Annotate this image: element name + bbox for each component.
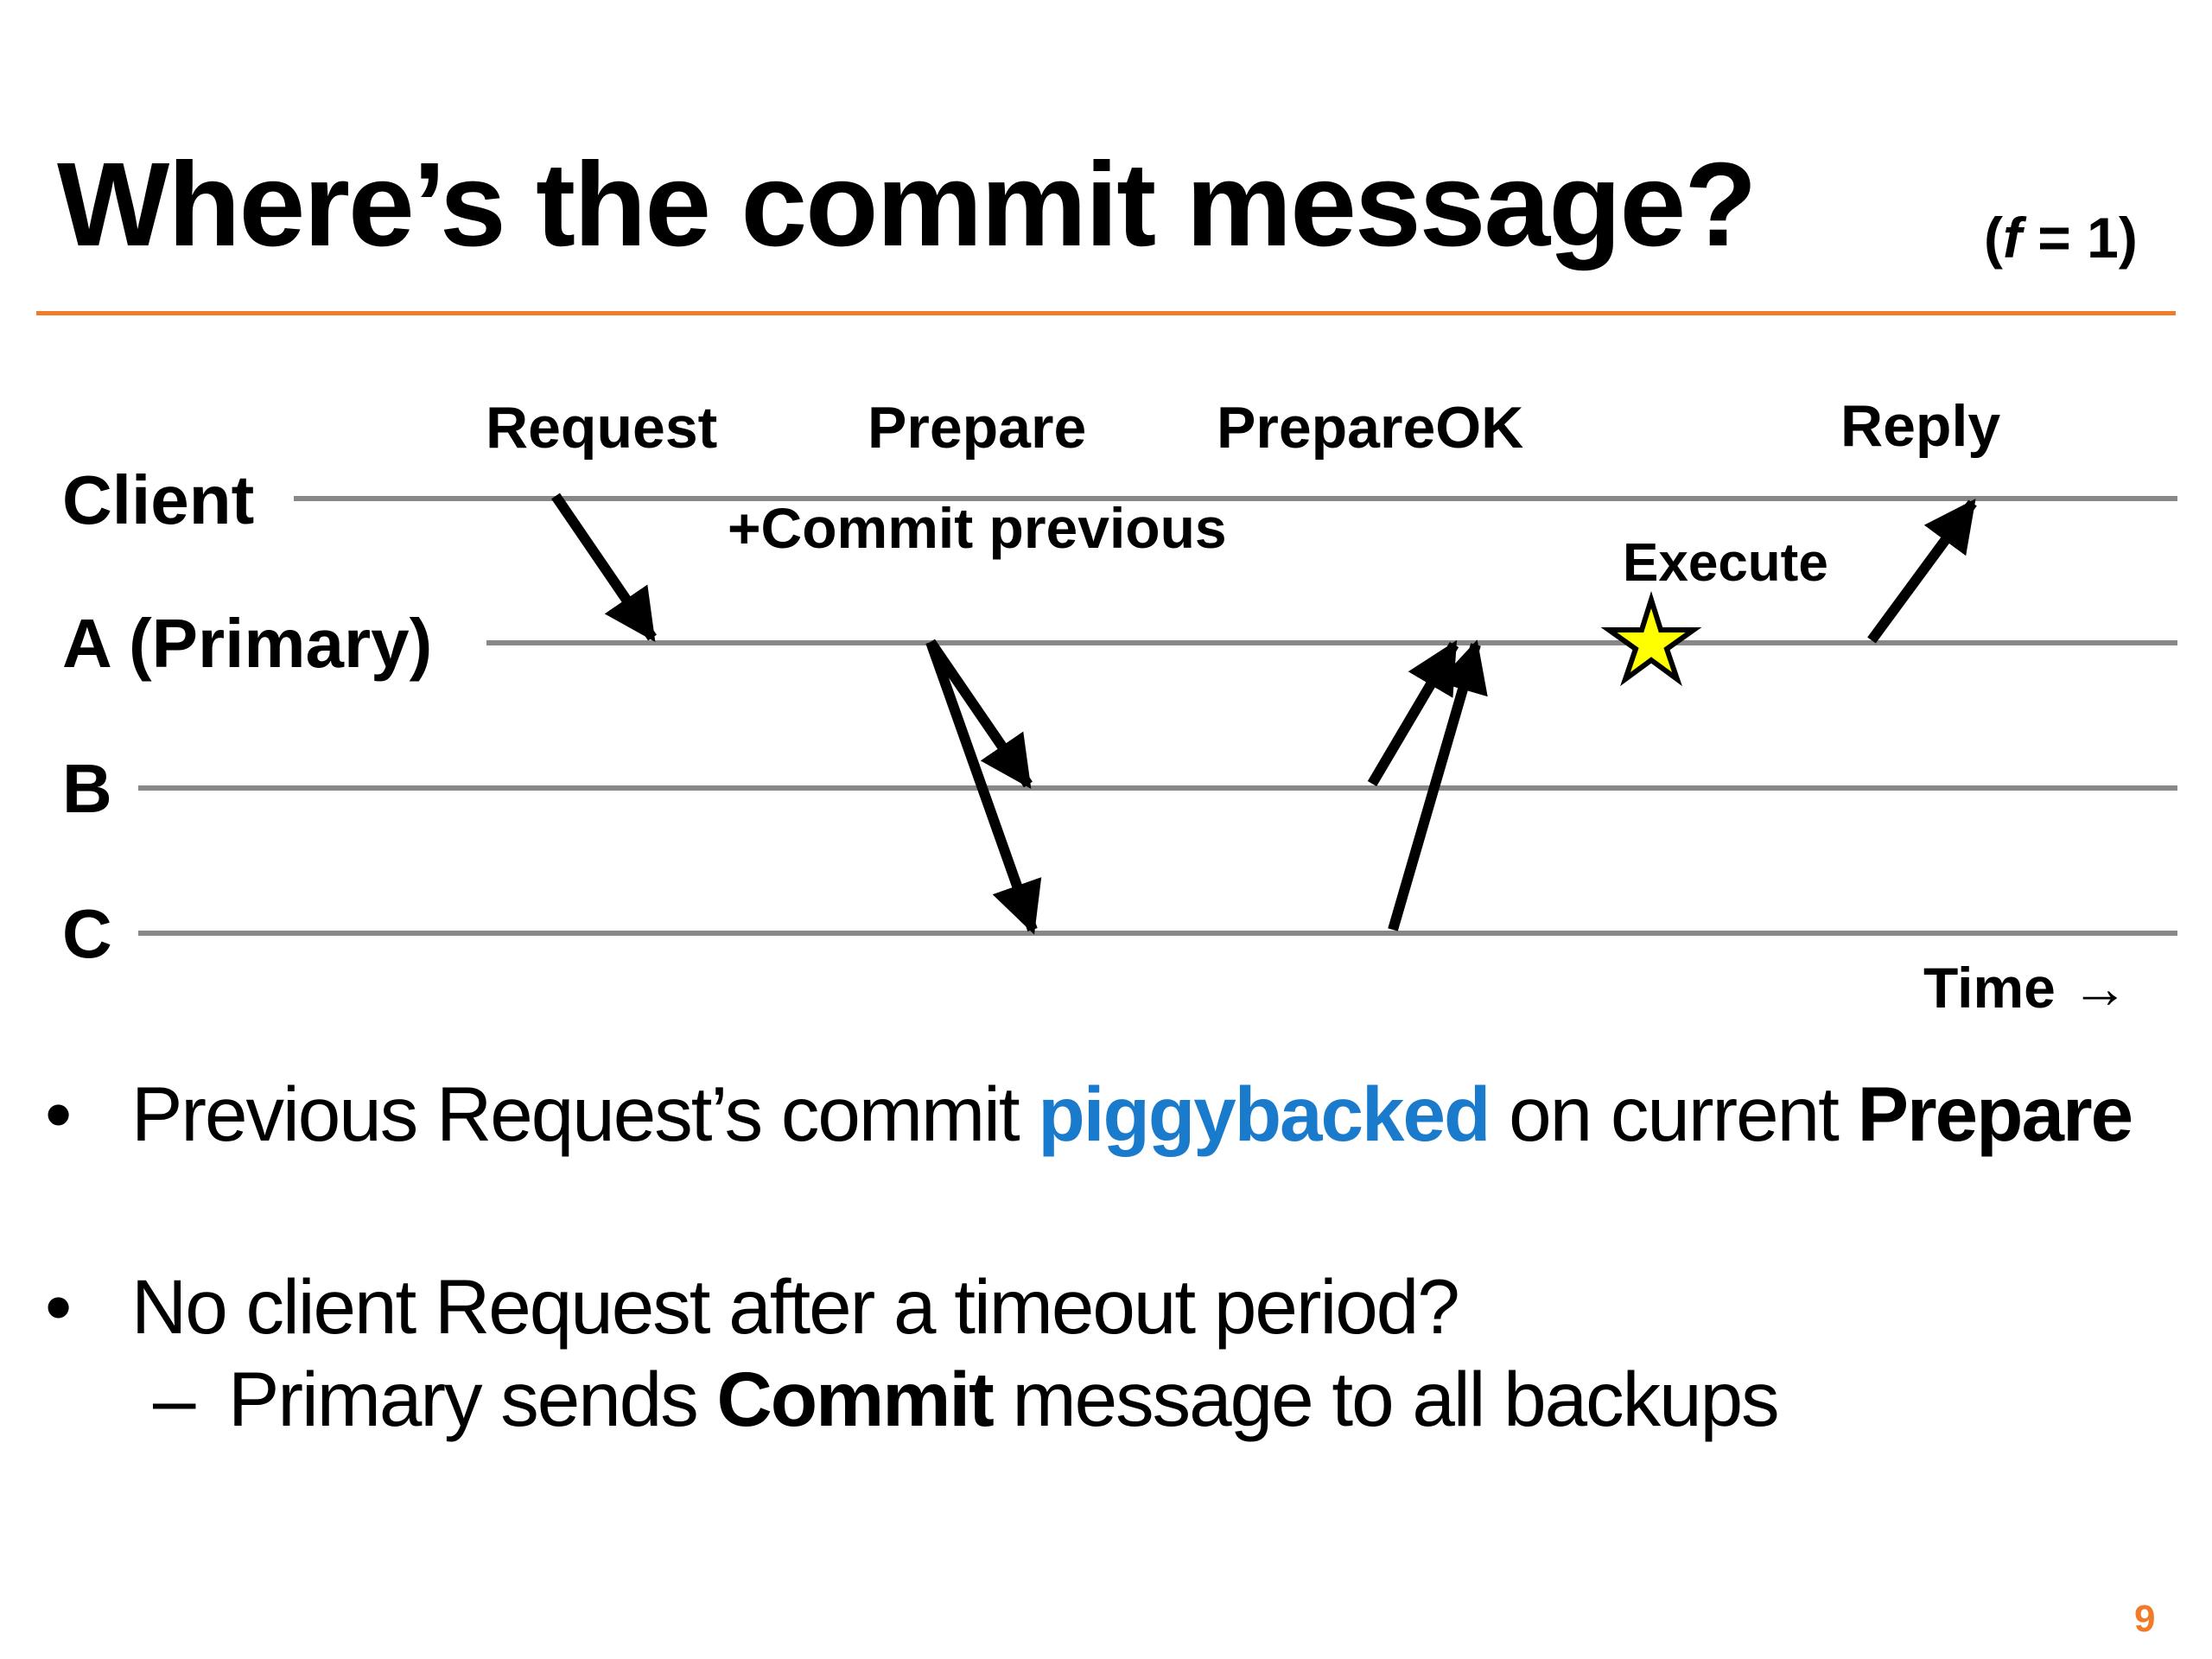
sub-bullet-text-end: message to all backups [992,1355,1780,1442]
arrow-reply-primary-to-client [1867,499,1977,644]
bullet-list: • Previous Request’s commit piggybacked o… [45,1068,2171,1445]
row-label-b: B [62,750,112,827]
message-label-reply: Reply [1840,393,2000,459]
f-rest: = 1) [2021,206,2138,270]
message-label-request: Request [486,395,717,461]
time-axis-label: Time → [1923,956,2128,1020]
page-number: 9 [2134,1598,2156,1640]
arrow-request-client-to-primary [551,493,657,642]
bullet-piggyback: • Previous Request’s commit piggybacked o… [45,1068,2171,1160]
sub-bullet-bold-commit: Commit [716,1355,995,1442]
label-commit-previous: +Commit previous [728,496,1227,560]
bullet1-highlight-piggybacked: piggybacked [1038,1071,1491,1157]
bullet1-bold-prepare: Prepare [1857,1071,2133,1157]
row-label-c: C [62,895,112,972]
bullet1-text-middle: on current [1489,1071,1858,1157]
slide-title: Where’s the commit message? [57,138,1758,271]
message-label-prepare: Prepare [868,395,1086,461]
label-execute: Execute [1623,533,1828,593]
bullet-dot: • [45,1071,73,1157]
arrow-prepareok-c-to-primary [1388,639,1488,931]
bullet2-text: No client Request after a timeout period… [131,1262,1460,1350]
bullet-timeout: • No client Request after a timeout perio… [45,1261,2171,1353]
title-underline-rule [36,311,2176,315]
bullet-dot: • [45,1262,73,1350]
f-variable: f [2002,206,2022,270]
execute-star-icon [1600,590,1702,687]
row-label-client: Client [62,461,254,538]
bullet1-text-start: Previous Request’s commit [131,1071,1039,1157]
f-open: ( [1984,206,2003,270]
sub-bullet-text-start: Primary sends [228,1355,717,1442]
sub-bullet-commit: –Primary sends Commit message to all bac… [45,1353,2171,1446]
f-equals-one-note: (f = 1) [1984,209,2138,266]
arrow-prepare-primary-to-c [925,639,1042,935]
row-label-primary: A (Primary) [62,605,432,682]
arrow-prepare-primary-to-b [926,639,1033,789]
sub-bullet-dash: – [153,1355,195,1442]
message-label-prepareok: PrepareOK [1217,395,1523,461]
